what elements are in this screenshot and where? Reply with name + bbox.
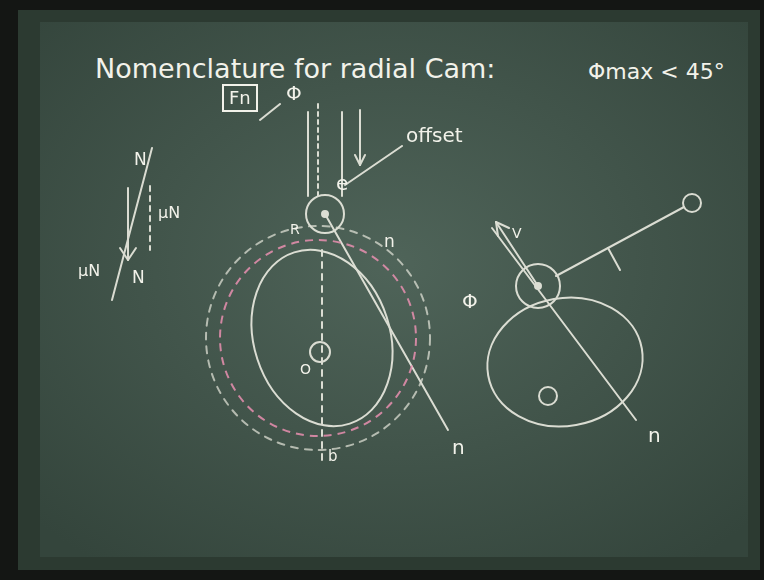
chalk-lines [112, 104, 701, 465]
symbol-label: n [648, 424, 661, 446]
symbol-label: b [328, 448, 338, 465]
symbol-label: offset [406, 124, 463, 146]
symbol-label: N [132, 268, 145, 287]
base-circle [220, 240, 416, 436]
normal-force-arrow [127, 188, 129, 260]
symbol-label: O [300, 362, 311, 377]
symbol-label: μN [158, 204, 180, 222]
symbol-label: R [290, 222, 300, 237]
friction-arrow [149, 186, 151, 250]
symbol-label: Φmax < 45° [588, 60, 725, 84]
symbol-label: V [512, 226, 522, 241]
normal-line [325, 214, 448, 430]
velocity-arrow [496, 222, 538, 286]
symbol-label: N [134, 150, 147, 169]
chalkboard [40, 22, 748, 557]
offset-leader [345, 146, 402, 185]
symbol-label: n [452, 436, 465, 458]
cam-shaft [539, 387, 557, 405]
pivot [683, 194, 701, 212]
force-label: Fn [229, 88, 251, 108]
symbol-label: Φ [462, 290, 478, 312]
follower-arm [556, 207, 684, 276]
contact-surface [112, 148, 152, 300]
force-box: Fn [222, 84, 258, 112]
follower-stem [307, 112, 309, 196]
symbol-label: Φ [286, 82, 302, 104]
symbol-label: n [384, 232, 395, 251]
cam-profile [477, 285, 653, 438]
normal-line [492, 228, 636, 420]
cam-shaft [310, 342, 330, 362]
symbol-label: e [336, 172, 348, 194]
board-frame [18, 10, 760, 570]
title: Nomenclature for radial Cam: [95, 54, 495, 84]
symbol-label: μN [78, 262, 100, 280]
